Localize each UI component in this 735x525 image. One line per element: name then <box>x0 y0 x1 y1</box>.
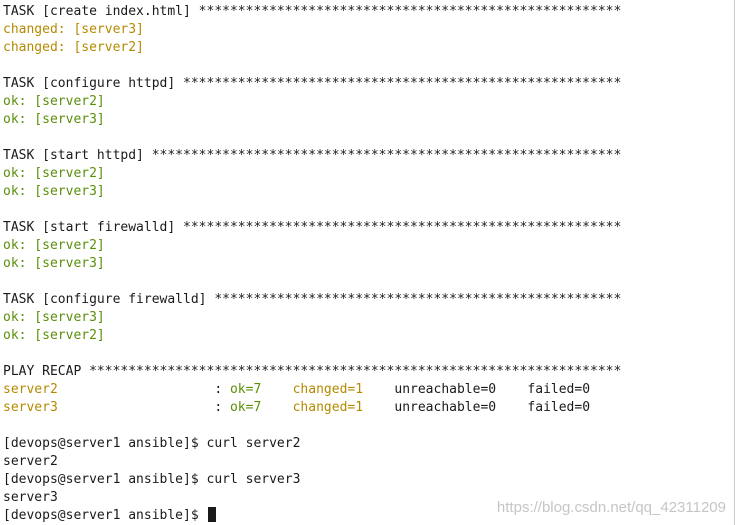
line-segment: server3 <box>3 400 58 415</box>
terminal-line-task-result: ok: [server2] <box>3 165 734 183</box>
terminal-line-command-line: [devops@server1 ansible]$ curl server2 <box>3 435 734 453</box>
line-segment: TASK [configure firewalld] *************… <box>3 292 622 307</box>
line-segment: unreachable=0 failed=0 <box>363 382 591 397</box>
terminal-line-command-output: server3 <box>3 489 734 507</box>
line-segment: ok: [server2] <box>3 166 105 181</box>
terminal-line-task-result: changed: [server3] <box>3 21 734 39</box>
terminal-cursor <box>207 507 216 522</box>
line-segment: ok: [server2] <box>3 328 105 343</box>
terminal-line-blank <box>3 201 734 219</box>
line-segment: ok: [server3] <box>3 310 105 325</box>
terminal-line-task-result: ok: [server3] <box>3 309 734 327</box>
line-segment: ok: [server2] <box>3 238 105 253</box>
terminal-line-task-result: ok: [server2] <box>3 327 734 345</box>
line-segment: server2 <box>3 382 58 397</box>
line-segment: TASK [create index.html] ***************… <box>3 4 622 19</box>
line-segment: changed=1 <box>292 382 364 397</box>
line-segment: TASK [start firewalld] *****************… <box>3 220 622 235</box>
terminal-line-task-header: TASK [start httpd] *********************… <box>3 147 734 165</box>
terminal-line-prompt: [devops@server1 ansible]$ <box>3 507 734 525</box>
terminal-line-recap-row: server2 : ok=7 changed=1 unreachable=0 f… <box>3 381 734 399</box>
terminal-line-task-result: ok: [server2] <box>3 237 734 255</box>
terminal-line-command-line: [devops@server1 ansible]$ curl server3 <box>3 471 734 489</box>
terminal-line-task-result: ok: [server3] <box>3 255 734 273</box>
line-segment: server2 <box>3 454 58 469</box>
terminal-line-blank <box>3 57 734 75</box>
terminal-line-task-result: ok: [server3] <box>3 111 734 129</box>
line-segment: ok=7 <box>229 382 262 397</box>
line-segment: [devops@server1 ansible]$ <box>3 508 207 523</box>
line-segment: server3 <box>3 490 58 505</box>
line-segment: TASK [start httpd] *********************… <box>3 148 622 163</box>
line-segment: ok: [server2] <box>3 94 105 109</box>
terminal-line-recap-row: server3 : ok=7 changed=1 unreachable=0 f… <box>3 399 734 417</box>
terminal-line-task-result: ok: [server3] <box>3 183 734 201</box>
line-segment: ok: [server3] <box>3 184 105 199</box>
line-segment <box>261 382 292 397</box>
line-segment: : <box>57 382 230 397</box>
terminal-line-blank <box>3 417 734 435</box>
line-segment: PLAY RECAP *****************************… <box>3 364 622 379</box>
terminal-line-command-output: server2 <box>3 453 734 471</box>
terminal-line-task-header: TASK [configure httpd] *****************… <box>3 75 734 93</box>
terminal-line-task-header: TASK [start firewalld] *****************… <box>3 219 734 237</box>
terminal-output: TASK [create index.html] ***************… <box>3 3 734 525</box>
line-segment: : <box>57 400 230 415</box>
line-segment: ok: [server3] <box>3 256 105 271</box>
terminal-line-task-result: ok: [server2] <box>3 93 734 111</box>
line-segment: changed=1 <box>292 400 364 415</box>
line-segment: ok=7 <box>229 400 262 415</box>
line-segment: unreachable=0 failed=0 <box>363 400 591 415</box>
line-segment <box>261 400 292 415</box>
line-segment: ok: [server3] <box>3 112 105 127</box>
terminal-line-blank <box>3 129 734 147</box>
terminal-line-task-header: TASK [configure firewalld] *************… <box>3 291 734 309</box>
terminal-line-blank <box>3 345 734 363</box>
line-segment: TASK [configure httpd] *****************… <box>3 76 622 91</box>
watermark: https://blog.csdn.net/qq_42311209 <box>496 499 726 516</box>
terminal-line-recap-header: PLAY RECAP *****************************… <box>3 363 734 381</box>
terminal-line-task-result: changed: [server2] <box>3 39 734 57</box>
line-segment: changed: [server3] <box>3 22 144 37</box>
line-segment: [devops@server1 ansible]$ curl server3 <box>3 472 301 487</box>
terminal-line-task-header: TASK [create index.html] ***************… <box>3 3 734 21</box>
terminal-line-blank <box>3 273 734 291</box>
line-segment: [devops@server1 ansible]$ curl server2 <box>3 436 301 451</box>
line-segment: changed: [server2] <box>3 40 144 55</box>
